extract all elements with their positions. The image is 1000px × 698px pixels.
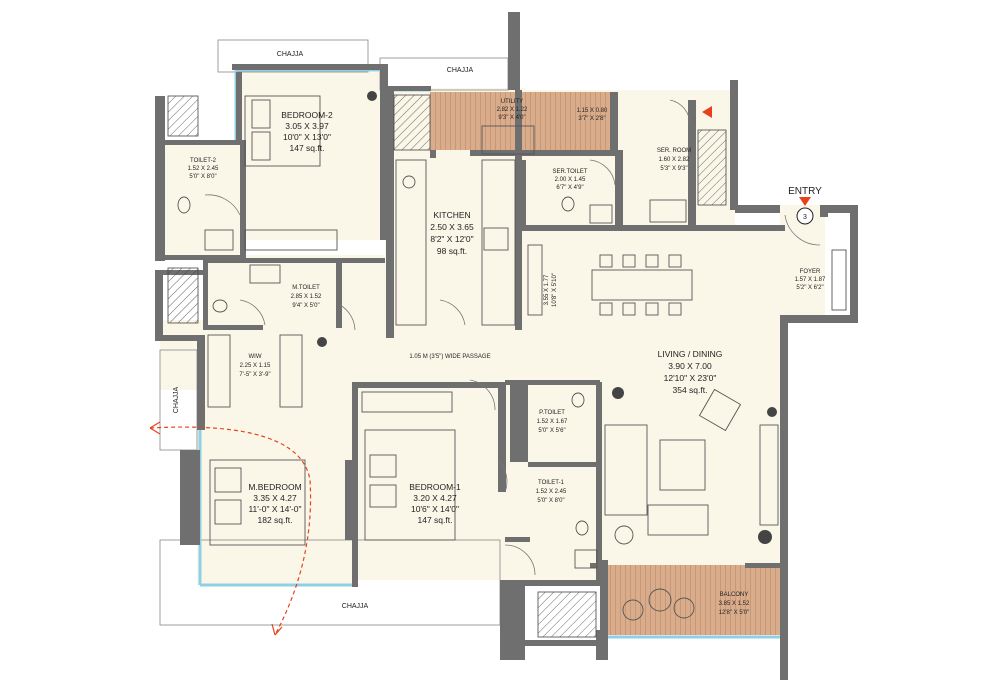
doors: [204, 99, 821, 576]
svg-text:9'4" X 5'0": 9'4" X 5'0": [292, 303, 319, 309]
svg-text:10'6" X 14'0": 10'6" X 14'0": [411, 504, 459, 514]
shaft-hatch: [393, 94, 431, 151]
svg-text:2.50 X 3.65: 2.50 X 3.65: [430, 222, 474, 232]
room-bedroom-2: BEDROOM-2 3.05 X 3.97 10'0" X 13'0" 147 …: [281, 110, 333, 153]
svg-text:5'0" X 8'0": 5'0" X 8'0": [189, 174, 216, 180]
shaft-hatch: [537, 591, 597, 638]
svg-text:2.85 X 1.52: 2.85 X 1.52: [291, 294, 322, 300]
svg-text:3.35 X 4.27: 3.35 X 4.27: [253, 493, 297, 503]
svg-text:BALCONY: BALCONY: [720, 592, 749, 598]
svg-text:354 sq.ft.: 354 sq.ft.: [673, 385, 708, 395]
plant-icons: [317, 91, 777, 544]
room-living-dining: LIVING / DINING 3.90 X 7.00 12'10" X 23'…: [658, 349, 723, 395]
chajja-label-left: CHAJJA: [173, 386, 180, 413]
svg-text:M.TOILET: M.TOILET: [292, 285, 320, 291]
svg-text:1.52 X 1.67: 1.52 X 1.67: [537, 419, 568, 425]
column-hatch: [167, 267, 199, 324]
room-kitchen: KITCHEN 2.50 X 3.65 8'2" X 12'0" 98 sq.f…: [430, 210, 474, 256]
svg-text:3.90 X 7.00: 3.90 X 7.00: [668, 361, 712, 371]
swing-arc: [149, 426, 312, 636]
svg-text:TOILET-1: TOILET-1: [538, 480, 565, 486]
svg-text:3'7" X 2'8": 3'7" X 2'8": [578, 116, 605, 122]
svg-text:2.82 X 1.22: 2.82 X 1.22: [497, 107, 528, 113]
svg-text:5'0" X 5'6": 5'0" X 5'6": [538, 428, 565, 434]
svg-text:SER.TOILET: SER.TOILET: [553, 169, 588, 175]
svg-text:9'3" X 4'0": 9'3" X 4'0": [498, 115, 525, 121]
svg-text:BEDROOM-1: BEDROOM-1: [409, 482, 461, 492]
chajja-label-bottom: CHAJJA: [342, 603, 369, 610]
svg-text:1.57 X 1.87: 1.57 X 1.87: [795, 277, 826, 283]
svg-text:5'0" X 8'0": 5'0" X 8'0": [537, 498, 564, 504]
svg-text:TOILET-2: TOILET-2: [190, 158, 217, 164]
svg-text:2.25 X 1.15: 2.25 X 1.15: [240, 363, 271, 369]
room-m-toilet: M.TOILET 2.85 X 1.52 9'4" X 5'0": [291, 285, 322, 309]
svg-text:182 sq.ft.: 182 sq.ft.: [258, 515, 293, 525]
room-toilet-1: TOILET-1 1.52 X 2.45 5'0" X 8'0": [536, 480, 567, 504]
room-p-toilet: P.TOILET 1.52 X 1.67 5'0" X 5'6": [537, 410, 568, 434]
chajja-label-top-left: CHAJJA: [277, 51, 304, 58]
svg-text:10'8" X 5'10": 10'8" X 5'10": [552, 273, 558, 307]
svg-text:WIW: WIW: [249, 354, 262, 360]
column-hatch: [167, 95, 199, 137]
entry-number-badge: [796, 207, 814, 225]
svg-text:147 sq.ft.: 147 sq.ft.: [290, 143, 325, 153]
room-ser-toilet: SER.TOILET 2.00 X 1.45 6'7" X 4'9": [553, 169, 588, 191]
svg-text:1.52 X 2.45: 1.52 X 2.45: [536, 489, 567, 495]
svg-text:12'8" X 5'0": 12'8" X 5'0": [719, 610, 750, 616]
arrow-icon: [271, 623, 283, 636]
room-wiw: WIW 2.25 X 1.15 7'-5" X 3'-9": [239, 354, 271, 378]
svg-text:UTILITY: UTILITY: [501, 99, 523, 105]
svg-text:BEDROOM-2: BEDROOM-2: [281, 110, 333, 120]
arrow-icon: [702, 106, 712, 118]
shaft-hatch: [697, 129, 727, 206]
entry-number: 3: [803, 214, 807, 221]
room-foyer: FOYER 1.57 X 1.87 5'2" X 6'2": [795, 269, 826, 291]
svg-text:M.BEDROOM: M.BEDROOM: [248, 482, 301, 492]
svg-text:147 sq.ft.: 147 sq.ft.: [418, 515, 453, 525]
svg-text:5'3" X 9'3": 5'3" X 9'3": [660, 166, 687, 172]
svg-text:6'7" X 4'9": 6'7" X 4'9": [556, 185, 583, 191]
svg-text:FOYER: FOYER: [800, 269, 821, 275]
room-balcony: BALCONY 3.85 X 1.52 12'8" X 5'0": [719, 592, 750, 616]
walls: [155, 12, 858, 680]
svg-text:98 sq.ft.: 98 sq.ft.: [437, 246, 467, 256]
svg-text:11'-0" X 14'-0": 11'-0" X 14'-0": [248, 504, 301, 514]
svg-text:P.TOILET: P.TOILET: [539, 410, 565, 416]
entry-label: ENTRY: [788, 186, 822, 197]
passage-label: 1.05 M (3'5") WIDE PASSAGE: [409, 354, 490, 360]
svg-text:1.52 X 2.45: 1.52 X 2.45: [188, 166, 219, 172]
svg-text:5'2" X 6'2": 5'2" X 6'2": [796, 285, 823, 291]
room-store: 1.15 X 0.80 3'7" X 2'8": [577, 108, 608, 122]
room-niche: 3.55 X 1.77 10'8" X 5'10": [544, 273, 558, 307]
entry-arrow-icon: [799, 197, 811, 206]
room-m-bedroom: M.BEDROOM 3.35 X 4.27 11'-0" X 14'-0" 18…: [248, 482, 301, 525]
room-utility: UTILITY 2.82 X 1.22 9'3" X 4'0": [497, 99, 528, 121]
room-toilet-2: TOILET-2 1.52 X 2.45 5'0" X 8'0": [188, 158, 219, 180]
svg-text:KITCHEN: KITCHEN: [433, 210, 470, 220]
room-bedroom-1: BEDROOM-1 3.20 X 4.27 10'6" X 14'0" 147 …: [409, 482, 461, 525]
svg-text:7'-5" X 3'-9": 7'-5" X 3'-9": [239, 372, 270, 378]
arrow-icon: [149, 421, 161, 435]
svg-text:3.05 X 3.97: 3.05 X 3.97: [285, 121, 329, 131]
svg-text:10'0" X 13'0": 10'0" X 13'0": [283, 132, 331, 142]
svg-text:SER. ROOM: SER. ROOM: [657, 148, 691, 154]
room-ser-room: SER. ROOM 1.60 X 2.82 5'3" X 9'3": [657, 148, 691, 172]
svg-text:3.85 X 1.52: 3.85 X 1.52: [719, 601, 750, 607]
svg-text:LIVING / DINING: LIVING / DINING: [658, 349, 723, 359]
chajja-label-top-mid: CHAJJA: [447, 67, 474, 74]
utility-deck: [430, 92, 615, 150]
svg-text:2.00 X 1.45: 2.00 X 1.45: [555, 177, 586, 183]
furniture: [177, 95, 847, 621]
svg-text:1.60 X 2.82: 1.60 X 2.82: [659, 157, 690, 163]
svg-text:3.20 X 4.27: 3.20 X 4.27: [413, 493, 457, 503]
svg-text:8'2" X 12'0": 8'2" X 12'0": [430, 234, 473, 244]
svg-text:1.15 X 0.80: 1.15 X 0.80: [577, 108, 608, 114]
svg-text:3.55 X 1.77: 3.55 X 1.77: [544, 274, 550, 305]
svg-text:12'10" X 23'0": 12'10" X 23'0": [664, 373, 717, 383]
